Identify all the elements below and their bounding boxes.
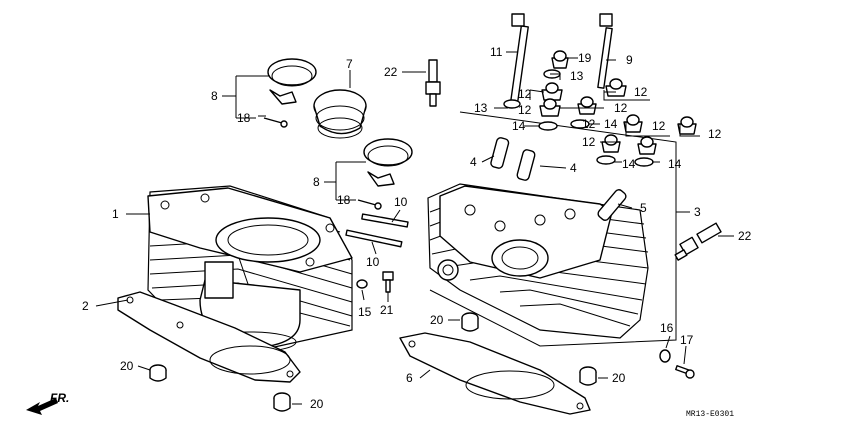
insulator-band-upper (267, 58, 317, 105)
callout-14: 14 (604, 117, 618, 131)
dowel-pin-20-d (579, 366, 597, 386)
callout-2: 2 (82, 299, 89, 313)
callout-10: 10 (394, 195, 408, 209)
valve-guide-4-a (490, 137, 510, 169)
direction-label: FR. (50, 391, 69, 405)
diagram-code: MR13-E0301 (686, 410, 734, 419)
washer-13-lower (503, 99, 521, 109)
cylinder-head-gasket (399, 332, 591, 415)
acorn-nut-12-a (541, 82, 563, 101)
bolt-21 (382, 271, 394, 293)
callout-18: 18 (337, 193, 351, 207)
callout-12: 12 (634, 85, 648, 99)
callout-13: 13 (570, 69, 584, 83)
callout-20: 20 (430, 313, 444, 327)
callout-4: 4 (470, 155, 477, 169)
washer-14-d (634, 157, 654, 167)
washer-14-a (538, 121, 558, 131)
callout-14: 14 (668, 157, 682, 171)
callout-14: 14 (512, 119, 526, 133)
stud-bolt-lower (345, 229, 403, 248)
callout-20: 20 (612, 371, 626, 385)
callout-8: 8 (211, 89, 218, 103)
callout-10: 10 (366, 255, 380, 269)
callout-15: 15 (358, 305, 372, 319)
valve-guide-5 (597, 189, 627, 221)
callout-22: 22 (384, 65, 398, 79)
head-bolt-9 (597, 13, 613, 89)
callout-21: 21 (380, 303, 394, 317)
callout-8: 8 (313, 175, 320, 189)
callout-3: 3 (694, 205, 701, 219)
callout-12: 12 (518, 87, 532, 101)
dowel-pin-20-a (149, 364, 167, 382)
callout-7: 7 (346, 57, 353, 71)
callout-9: 9 (626, 53, 633, 67)
band-screw-lower (357, 199, 382, 210)
callout-20: 20 (120, 359, 134, 373)
spark-plug-right (674, 222, 722, 261)
callout-18: 18 (237, 111, 251, 125)
washer-14-c (596, 155, 616, 165)
callout-6: 6 (406, 371, 413, 385)
dowel-pin-20-c (461, 312, 479, 332)
callout-12: 12 (708, 127, 722, 141)
spark-plug-upper (425, 59, 441, 107)
callout-14: 14 (622, 157, 636, 171)
callout-12: 12 (614, 101, 628, 115)
cylinder-base-gasket (117, 291, 301, 383)
valve-guide-4-b (516, 149, 536, 181)
callout-4: 4 (570, 161, 577, 175)
callout-5: 5 (640, 201, 647, 215)
callout-19: 19 (578, 51, 592, 65)
callout-16: 16 (660, 321, 674, 335)
callout-13: 13 (474, 101, 488, 115)
callout-12: 12 (582, 117, 596, 131)
callout-22: 22 (738, 229, 752, 243)
acorn-nut-12-b (539, 98, 561, 117)
intake-joint (313, 89, 367, 139)
callout-20: 20 (310, 397, 324, 411)
callout-1: 1 (112, 207, 119, 221)
front-direction-arrow: FR. (26, 391, 69, 415)
callout-12: 12 (652, 119, 666, 133)
callout-12: 12 (582, 135, 596, 149)
cylinder-head (427, 111, 677, 347)
insulator-band-lower (363, 138, 413, 187)
washer-16 (659, 349, 671, 363)
acorn-nut-12-e (623, 114, 643, 133)
stud-bolt-upper (361, 213, 409, 228)
acorn-nut-12-h (637, 136, 657, 155)
callout-17: 17 (680, 333, 694, 347)
washer-15 (356, 279, 368, 289)
callout-12: 12 (518, 103, 532, 117)
acorn-nut-19 (551, 50, 569, 69)
acorn-nut-12-c (605, 78, 627, 97)
leader-lines (95, 51, 734, 405)
callout-11: 11 (490, 45, 503, 59)
acorn-nut-12-f (677, 116, 697, 135)
bolt-17 (675, 365, 695, 379)
acorn-nut-12-g (601, 134, 621, 153)
acorn-nut-12-d (577, 96, 597, 115)
callout-labels: 1 2 3 4 4 5 6 7 8 8 9 10 10 11 12 12 12 … (82, 45, 752, 411)
band-screw-upper (263, 117, 288, 128)
dowel-pin-20-b (273, 392, 291, 412)
